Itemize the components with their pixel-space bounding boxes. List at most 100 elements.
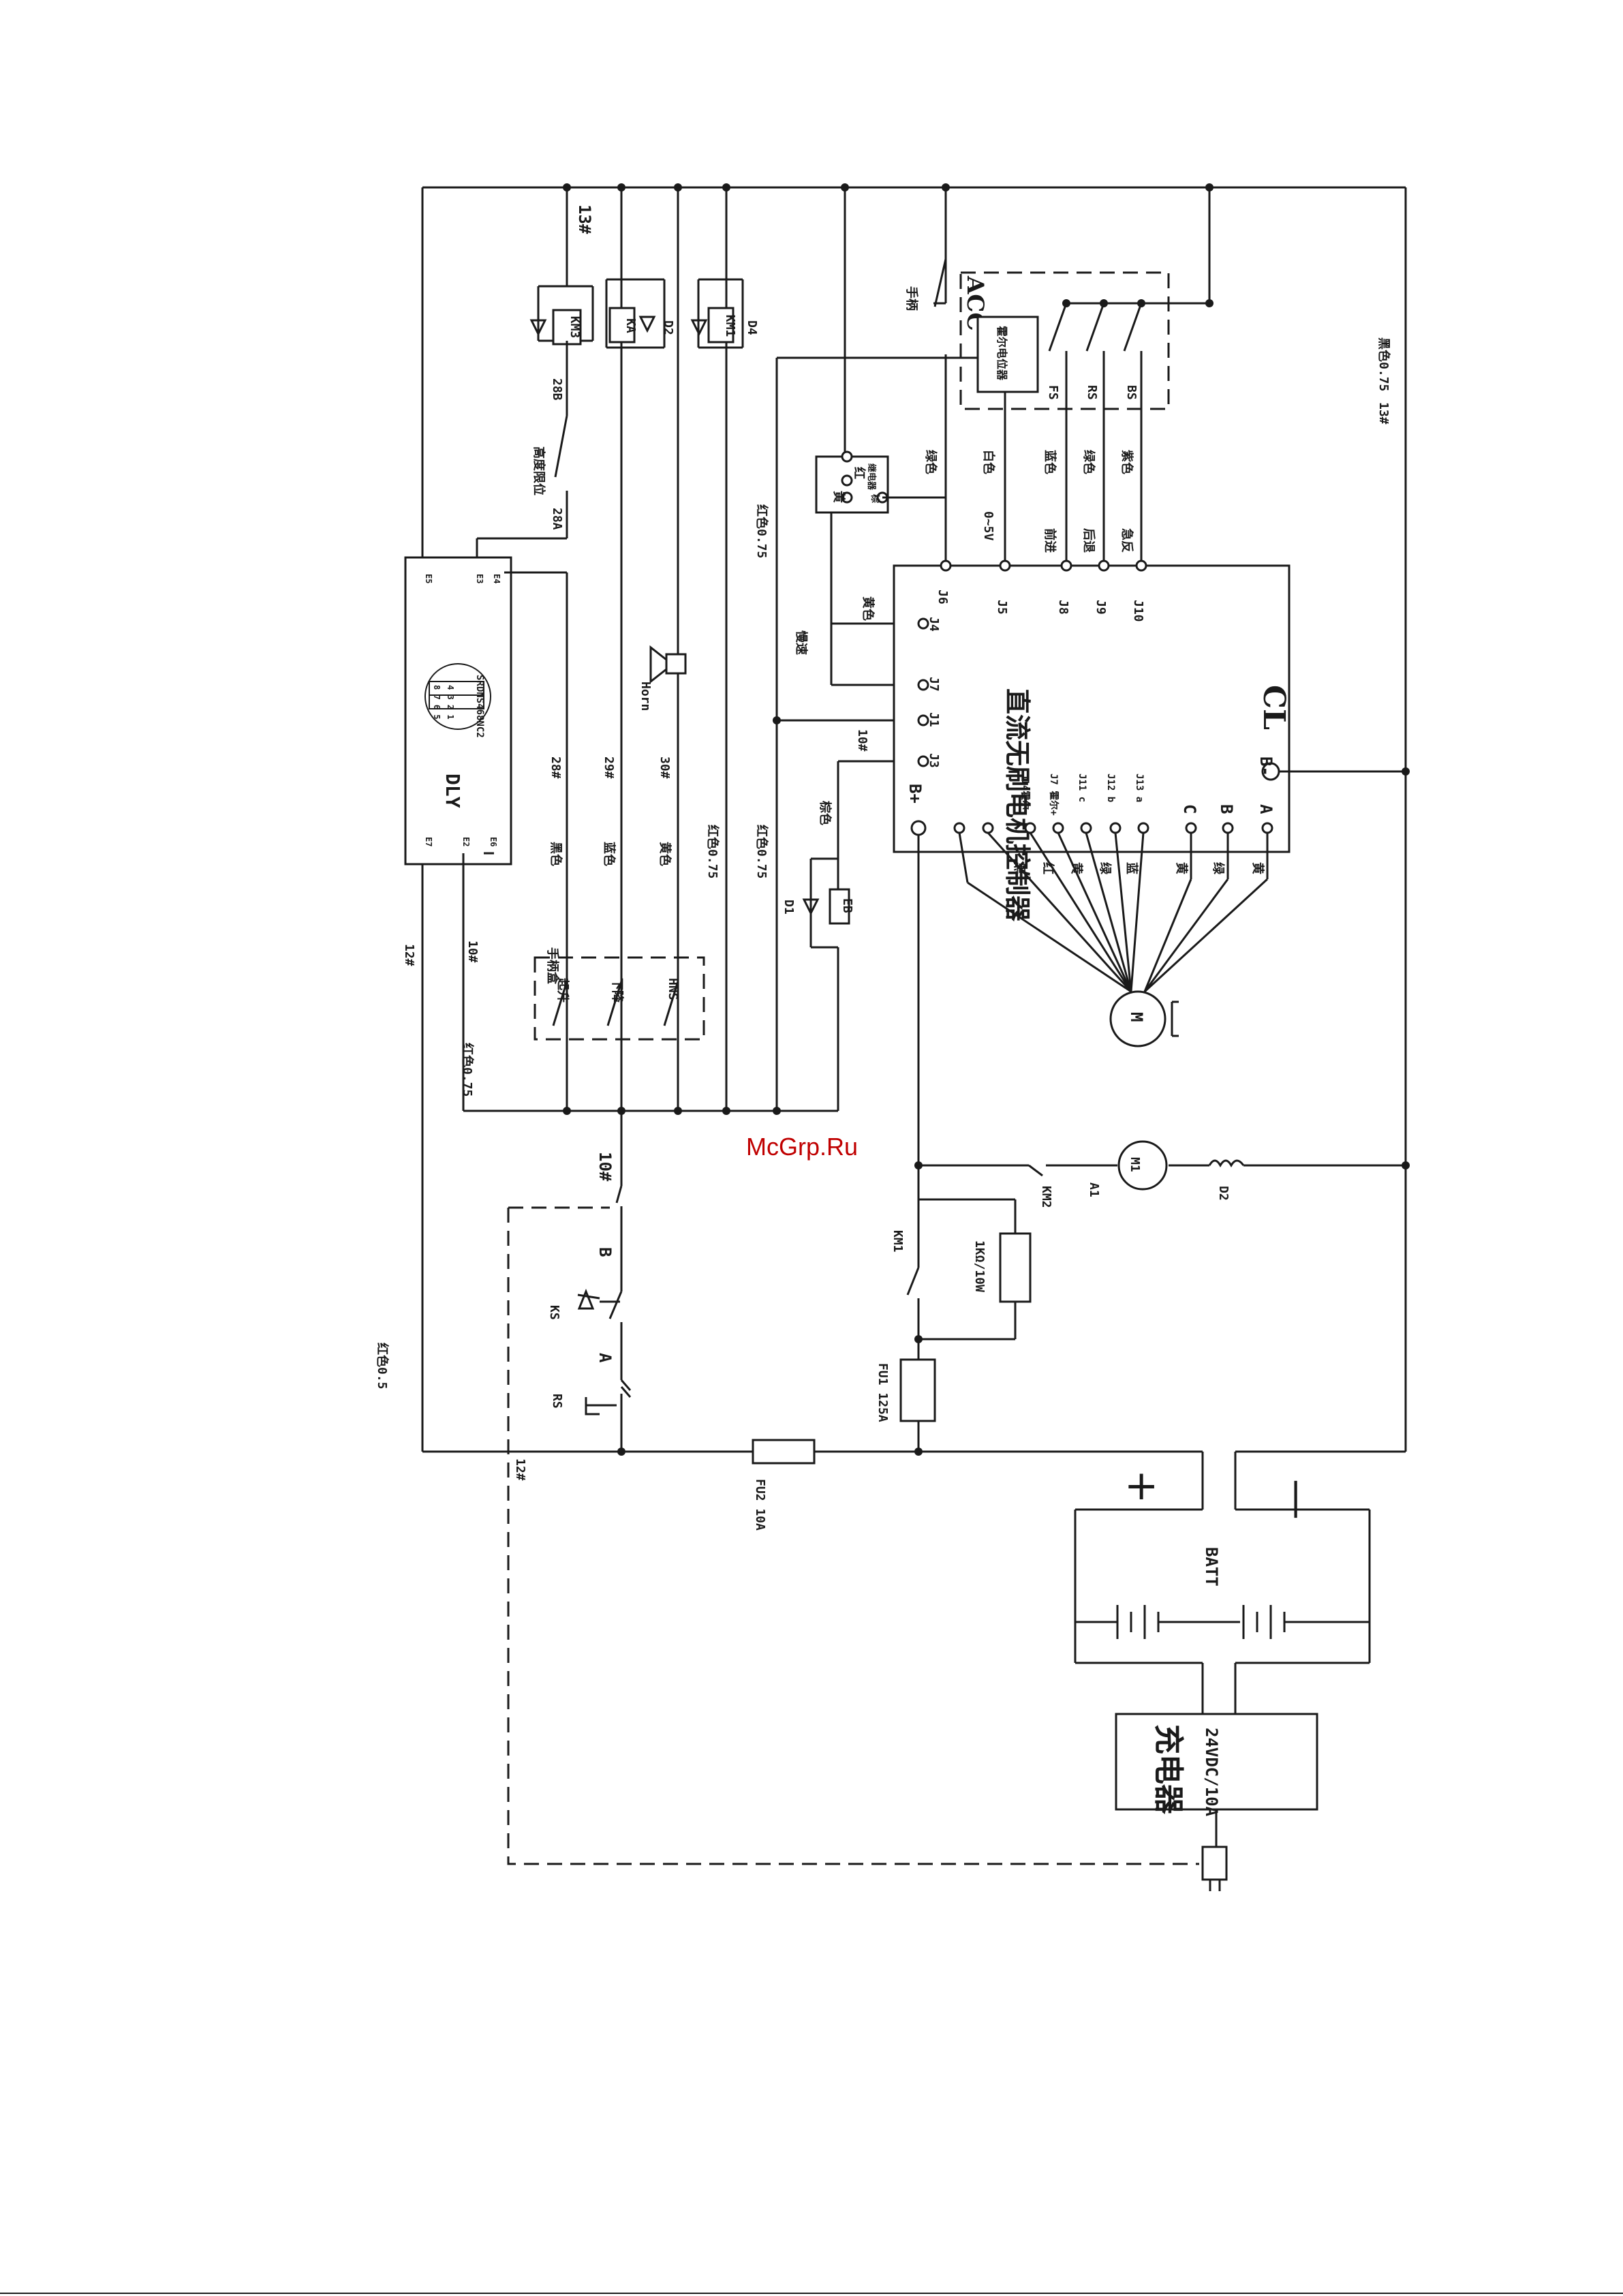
horn: Horn xyxy=(638,645,687,711)
key-b-label: B xyxy=(596,1247,615,1257)
km2-label: KM2 xyxy=(1039,1186,1053,1208)
dly-pin-e4: E4 xyxy=(492,574,501,583)
brake-eb: EB D1 棕色 xyxy=(782,761,854,949)
acc-rs: RS xyxy=(1085,385,1099,400)
wire-10b-label: 10# xyxy=(855,729,869,752)
hall-sensor-label: 霍尔电位器 xyxy=(995,326,1008,381)
term-j13: J13 a xyxy=(1134,774,1145,802)
dly-title: DLY xyxy=(442,774,464,808)
motor-wire-2: 红 xyxy=(1040,862,1055,874)
black075-label: 黑色0.75 xyxy=(1376,337,1391,391)
key-ks-label: KS xyxy=(547,1305,561,1320)
term-j11: J11 c xyxy=(1077,774,1087,802)
dly-pin-e7: E7 xyxy=(424,837,433,846)
wire-white-label: 白色 xyxy=(981,450,996,474)
d4-label: D4 xyxy=(745,320,759,335)
motor-m1-label: M1 xyxy=(1128,1157,1142,1172)
term-j12: J12 b xyxy=(1105,774,1116,802)
wire-purple-label: 紫色 xyxy=(1119,450,1134,474)
reverse-label: 后退 xyxy=(1081,528,1096,553)
fu1-label: FU1 125A xyxy=(876,1363,890,1422)
motor-wire-6: 黄 xyxy=(1174,862,1189,874)
term-j14: J14霍尔- xyxy=(1019,774,1031,816)
km1-relay-label: KM1 xyxy=(723,315,737,337)
wire-blue-label-1: 蓝色 xyxy=(602,842,617,866)
forward-label: 前进 xyxy=(1042,528,1057,553)
key-a-label: A xyxy=(596,1353,615,1363)
motor-m: M 黑 红 黄 绿 蓝 黄 绿 黄 xyxy=(958,831,1269,1047)
relay-box: 黄 红 继电器 棕 xyxy=(815,450,889,514)
key-rs-label: RS xyxy=(550,1394,564,1409)
fu2-label: FU2 10A xyxy=(753,1479,767,1531)
wire-28b-label: 28B xyxy=(550,378,564,401)
handle-up-label: 起升 xyxy=(555,977,570,1002)
term-j8: J8 xyxy=(1056,600,1070,615)
wire-green-label-2: 绿色 xyxy=(1081,450,1096,474)
motor-wire-7: 绿 xyxy=(1211,862,1226,875)
watermark: McGrp.Ru xyxy=(746,1133,858,1161)
term-j1: J1 xyxy=(927,712,941,727)
km3-label: KM3 xyxy=(568,316,582,339)
motor-m1: M1 A1 xyxy=(1087,1140,1168,1197)
d2-relay-label: D2 xyxy=(661,320,675,335)
motor-m-label: M xyxy=(1127,1012,1146,1022)
relay-box-relay: 继电器 xyxy=(866,463,877,491)
dly-pin-e2: E2 xyxy=(461,837,471,846)
term-b-plus: B+ xyxy=(906,784,925,803)
wire-black-label-1: 黑色 xyxy=(548,842,563,866)
bus-junctions xyxy=(563,183,1214,1115)
wire-red075-c: 红色0.75 xyxy=(754,504,769,558)
dly-relay-code: SRDNS468NC2 xyxy=(474,675,485,738)
handle-box: 起升 下降 HNS xyxy=(534,956,705,1041)
motor-wire-1: 黑 xyxy=(1012,862,1026,874)
wire-30-label: 30# xyxy=(658,756,672,779)
controller-cl: 直流无刷电机控制器 CL J3 J1 J7 J4 J6 J5 J8 J9 J10… xyxy=(893,560,1291,922)
term-j4: J4 xyxy=(927,617,941,632)
wire-12-label: 12# xyxy=(402,944,416,966)
wire-red075-a: 红色0.75 xyxy=(705,825,720,878)
dly-pin-e5: E5 xyxy=(424,574,433,583)
limit-label: 高度限位 xyxy=(531,446,546,495)
wire-red075-b: 红色0.75 xyxy=(754,825,769,878)
red05-label: 红色0.5 xyxy=(375,1343,390,1390)
wire-brown-label: 棕色 xyxy=(818,801,833,825)
acc-block: ACC 霍尔电位器 FS RS BS xyxy=(959,271,1214,410)
acc-fs: FS xyxy=(1046,385,1060,400)
dly-grid-bottom: 4 3 2 1 xyxy=(446,685,455,720)
term-j3: J3 xyxy=(927,753,941,768)
dly-module: 8 7 6 5 4 3 2 1 SRDNS468NC2 DLY E5 E3 E4… xyxy=(404,556,512,866)
motor-m1-a-label: A1 xyxy=(1087,1182,1101,1197)
term-j7: J7 xyxy=(927,677,941,692)
horn-label: Horn xyxy=(638,682,653,711)
wire-green-label: 绿色 xyxy=(923,450,938,474)
relay-box-brown: 棕 xyxy=(869,493,880,503)
dly-pin-e3: E3 xyxy=(475,574,484,583)
term-j10: J10 xyxy=(1131,600,1145,622)
acc-bs: BS xyxy=(1124,385,1139,400)
controller-code: CL xyxy=(1256,685,1291,730)
battery-plus: + xyxy=(1124,1462,1158,1510)
handle-hns-label: HNS xyxy=(666,978,680,1000)
term-j9: J9 xyxy=(1094,600,1108,615)
motor-wire-8: 黄 xyxy=(1250,862,1265,874)
d1-label: D1 xyxy=(782,900,796,915)
motor-wire-4: 绿 xyxy=(1098,862,1113,875)
wire-12b-label: 12# xyxy=(513,1458,527,1481)
motor-wire-5: 蓝 xyxy=(1124,862,1139,874)
slow-label: 慢速 xyxy=(794,630,809,655)
wire-13b-label: 13# xyxy=(1376,402,1391,425)
term-j7b: J7 霍尔+ xyxy=(1048,774,1060,816)
eb-label: EB xyxy=(840,898,854,913)
wire-10c-label: 10# xyxy=(596,1152,615,1182)
charger-spec: 24VDC/10A xyxy=(1202,1728,1221,1817)
motor-m1-d-label: D2 xyxy=(1216,1186,1231,1201)
term-c: C xyxy=(1180,804,1199,814)
term-j6: J6 xyxy=(936,590,950,604)
dly-grid-top: 8 7 6 5 xyxy=(432,685,442,720)
wire-10-label: 10# xyxy=(465,940,480,963)
resistor-label: 1KΩ/10W xyxy=(972,1240,987,1292)
handle-label: 手柄 xyxy=(904,286,919,311)
wire-28a-label: 28A xyxy=(550,508,564,530)
controller-title: 直流无刷电机控制器 xyxy=(1002,688,1033,922)
